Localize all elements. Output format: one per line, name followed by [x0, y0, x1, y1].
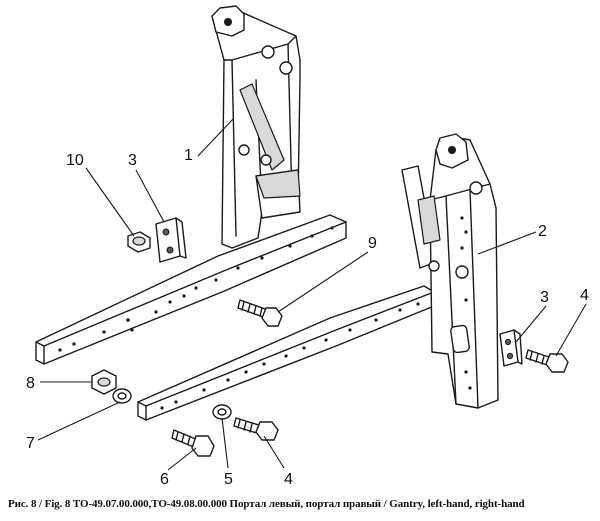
left-arm-holes [58, 226, 334, 352]
washer-part-7 [112, 388, 132, 404]
right-arm-holes [160, 302, 420, 410]
clamp-plate-part-3-left [155, 217, 187, 263]
post-bolt [261, 45, 275, 59]
bolt-part-4-right [525, 349, 569, 373]
right-gantry-brace [417, 195, 441, 245]
callout-3-left: 3 [128, 152, 137, 169]
right-gantry [137, 133, 499, 421]
left-gantry [35, 5, 347, 365]
post-bolt [469, 181, 483, 195]
bolt-part-4-bottom [233, 417, 279, 441]
callout-numbers: 10 3 1 9 2 3 4 8 7 6 5 4 [26, 147, 589, 488]
left-gantry-brace [239, 83, 285, 171]
right-post-holes [460, 216, 472, 390]
post-bolt [428, 260, 440, 272]
callout-4-right: 4 [580, 287, 589, 304]
callout-3-right: 3 [540, 289, 549, 306]
callout-1: 1 [184, 147, 193, 164]
callout-9: 9 [368, 235, 377, 252]
callout-5: 5 [224, 471, 233, 488]
clamp-plate-part-3-right [499, 329, 523, 367]
post-slot [450, 324, 470, 354]
post-bolt [279, 61, 293, 75]
callout-7: 7 [26, 435, 35, 452]
post-bolt [455, 265, 469, 279]
washer-part-5 [212, 404, 232, 420]
callout-10: 10 [66, 152, 84, 169]
callout-6: 6 [160, 471, 169, 488]
nut-part-10 [127, 231, 151, 253]
nut-part-8 [91, 369, 117, 395]
figure-caption: Рис. 8 / Fig. 8 ТО-49.07.00.000,ТО-49.08… [8, 498, 525, 510]
post-bolt [260, 154, 272, 166]
callout-4-bottom: 4 [284, 471, 293, 488]
leader-lines [37, 117, 587, 471]
callout-8: 8 [26, 375, 35, 392]
callout-2: 2 [538, 223, 547, 240]
bolt-part-6 [171, 429, 215, 457]
post-bolt [238, 144, 250, 156]
bolt-part-9 [237, 299, 283, 327]
